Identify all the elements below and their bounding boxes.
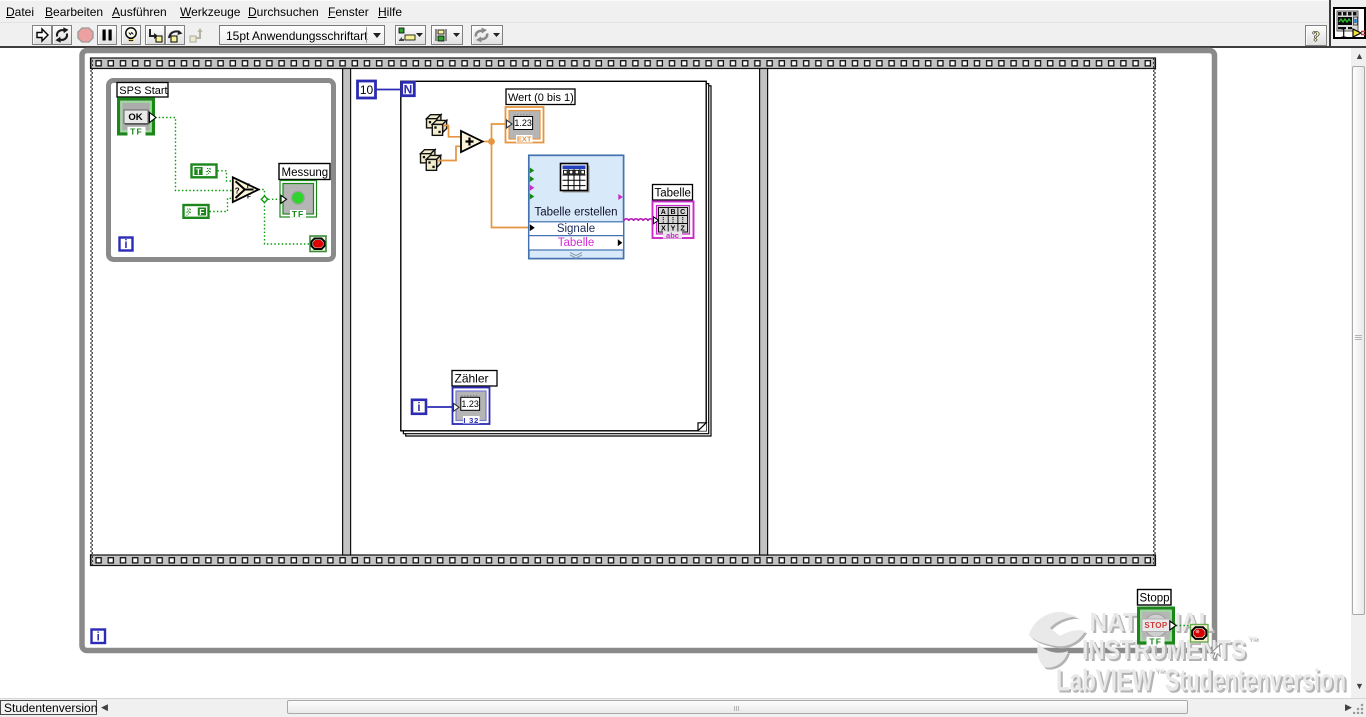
svg-text:SPS Start: SPS Start: [119, 85, 167, 97]
svg-text:TF: TF: [130, 127, 143, 137]
svg-text:Z: Z: [681, 226, 686, 233]
svg-text:Tabelle: Tabelle: [655, 187, 691, 199]
svg-text:C: C: [680, 209, 685, 216]
svg-text:i: i: [124, 239, 127, 251]
svg-text:™: ™: [1156, 669, 1167, 681]
svg-text:EXT: EXT: [517, 135, 532, 144]
svg-text:?: ?: [1312, 30, 1320, 45]
svg-text:I 32: I 32: [463, 416, 479, 425]
svg-text:1.23: 1.23: [461, 399, 479, 409]
svg-text:Wert (0 bis 1): Wert (0 bis 1): [508, 92, 574, 104]
svg-text:TF: TF: [292, 209, 304, 219]
svg-text:Tabelle: Tabelle: [558, 237, 594, 249]
svg-text:⋮: ⋮: [660, 216, 667, 224]
svg-text:Studentenversion: Studentenversion: [1167, 665, 1348, 700]
svg-text:TF: TF: [1149, 637, 1162, 647]
svg-text:OK: OK: [128, 112, 142, 123]
svg-text:F: F: [199, 207, 204, 217]
svg-text:™: ™: [1247, 635, 1258, 647]
svg-text:i: i: [417, 402, 420, 414]
svg-text:™: ™: [1154, 667, 1165, 679]
svg-text:Zähler: Zähler: [455, 372, 489, 386]
svg-text:Messung: Messung: [282, 167, 329, 179]
svg-text:A: A: [661, 209, 666, 216]
svg-text:?: ?: [1312, 28, 1320, 44]
svg-text:1: 1: [1340, 26, 1347, 39]
svg-text:⋮: ⋮: [679, 216, 686, 224]
svg-text:?: ?: [235, 187, 240, 196]
svg-text:Studentenversion: Studentenversion: [1165, 663, 1346, 698]
svg-text:10: 10: [360, 83, 374, 97]
svg-text:STOP: STOP: [1144, 621, 1168, 630]
svg-text:LabVIEW: LabVIEW: [1056, 663, 1154, 698]
svg-text:Tabelle erstellen: Tabelle erstellen: [534, 207, 617, 219]
svg-text:F: F: [247, 194, 251, 201]
svg-text:i: i: [97, 632, 100, 644]
svg-text:1.23: 1.23: [514, 118, 532, 128]
svg-text:LabVIEW: LabVIEW: [1058, 665, 1156, 700]
svg-text:Signale: Signale: [557, 223, 595, 235]
svg-text:Stopp: Stopp: [1140, 593, 1170, 605]
svg-text:abc: abc: [666, 231, 679, 240]
svg-text:T: T: [196, 166, 202, 176]
svg-text:N: N: [404, 83, 413, 97]
svg-text:X: X: [661, 226, 666, 233]
svg-text:?: ?: [1313, 29, 1321, 45]
svg-text:B: B: [670, 209, 675, 216]
svg-text:Y: Y: [671, 226, 676, 233]
svg-text:T: T: [246, 183, 250, 190]
svg-text:?: ?: [1312, 29, 1320, 45]
svg-text:™: ™: [1249, 637, 1260, 649]
svg-text:?: ?: [1312, 29, 1320, 45]
svg-text:⋮: ⋮: [670, 216, 677, 224]
